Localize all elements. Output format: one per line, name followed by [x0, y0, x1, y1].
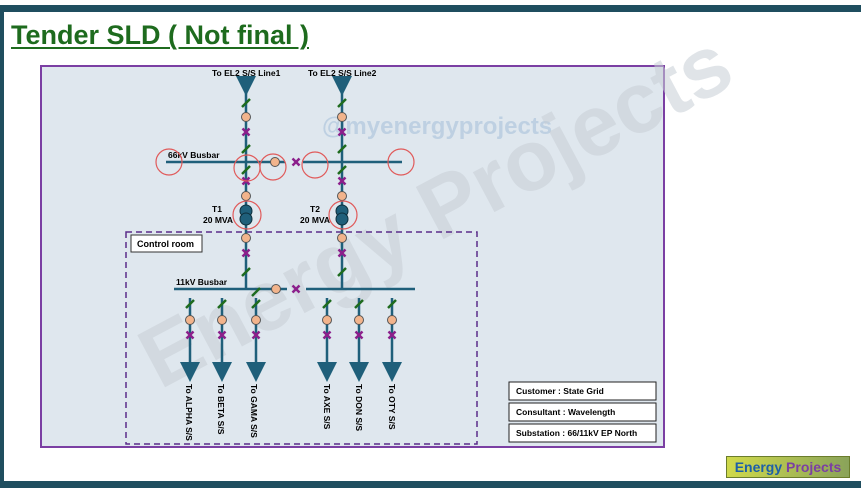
- breaker-stroke: [354, 330, 364, 340]
- breaker-stroke: [241, 248, 251, 258]
- highlight-ring: [301, 151, 329, 179]
- current-transformer-symbol: [337, 233, 347, 243]
- highlight-ring: [155, 148, 183, 176]
- control-room-label: Control room: [137, 239, 194, 249]
- current-transformer-symbol: [241, 233, 251, 243]
- lv-busbar-label: 11kV Busbar: [176, 277, 228, 287]
- circuit-breaker-symbol: [387, 330, 397, 340]
- circuit-breaker-symbol: [291, 157, 301, 167]
- isolator-symbol: [217, 299, 227, 309]
- info-customer-box: [508, 381, 657, 401]
- isolator-symbol: [337, 144, 347, 154]
- breaker-stroke: [322, 330, 332, 340]
- isolator-symbol: [337, 267, 347, 277]
- watermark-handle: @myenergyprojects: [322, 113, 552, 140]
- current-transformer-symbol: [241, 191, 251, 201]
- current-transformer-symbol: [270, 157, 280, 167]
- current-transformer-symbol: [217, 315, 227, 325]
- breaker-stroke: [337, 248, 347, 258]
- highlight-ring: [232, 200, 262, 230]
- circuit-breaker-symbol: [322, 330, 332, 340]
- bottom-border: [0, 481, 861, 488]
- isolator-symbol: [337, 165, 347, 175]
- circuit-breaker-symbol: [241, 248, 251, 258]
- circuit-breaker-symbol: [241, 127, 251, 137]
- current-transformer-symbol: [251, 315, 261, 325]
- feeder-label-oty: To OTY S/S: [387, 384, 397, 430]
- breaker-stroke: [387, 330, 397, 340]
- breaker-stroke: [251, 330, 261, 340]
- isolator-symbol: [241, 165, 251, 175]
- breaker-stroke: [241, 127, 251, 137]
- top-border: [0, 5, 861, 12]
- info-consultant-box: [508, 402, 657, 422]
- isolator-symbol: [251, 287, 261, 297]
- isolator-symbol: [354, 299, 364, 309]
- feeder-label-beta: To BETA S/S: [216, 384, 226, 435]
- hv-busbar-label: 66kV Busbar: [168, 150, 220, 160]
- control-room-label-box: [130, 234, 203, 253]
- feeder-label-alpha: To ALPHA S/S: [184, 384, 194, 441]
- current-transformer-symbol: [322, 315, 332, 325]
- feeder-label-axe: To AXE S/S: [322, 384, 332, 430]
- circuit-breaker-symbol: [217, 330, 227, 340]
- circuit-breaker-symbol: [291, 284, 301, 294]
- breaker-stroke: [217, 330, 227, 340]
- info-customer: Customer : State Grid: [516, 386, 604, 396]
- t2-rating: 20 MVA: [300, 215, 330, 225]
- circuit-breaker-symbol: [185, 330, 195, 340]
- breaker-stroke: [185, 330, 195, 340]
- current-transformer-symbol: [354, 315, 364, 325]
- highlight-ring: [328, 200, 358, 230]
- highlight-ring: [259, 153, 287, 181]
- isolator-symbol: [241, 267, 251, 277]
- highlight-ring: [387, 148, 415, 176]
- left-border: [0, 5, 4, 488]
- circuit-breaker-symbol: [251, 330, 261, 340]
- isolator-symbol: [241, 144, 251, 154]
- control-room-boundary: [125, 231, 478, 445]
- circuit-breaker-symbol: [337, 176, 347, 186]
- symbols: [155, 98, 415, 340]
- info-substation: Substation : 66/11kV EP North: [516, 428, 637, 438]
- page-title: Tender SLD ( Not final ): [11, 20, 309, 50]
- circuit-breaker-symbol: [337, 248, 347, 258]
- current-transformer-symbol: [337, 112, 347, 122]
- breaker-stroke: [337, 176, 347, 186]
- info-substation-box: [508, 423, 657, 443]
- line1-label: To EL2 S/S Line1: [212, 68, 281, 78]
- isolator-symbol: [322, 299, 332, 309]
- isolator-symbol: [251, 299, 261, 309]
- feeder-label-gama: To GAMA S/S: [249, 384, 259, 438]
- circuit-breaker-symbol: [354, 330, 364, 340]
- breaker-stroke: [291, 157, 301, 167]
- breaker-stroke: [337, 127, 347, 137]
- feeder-label-don: To DON S/S: [354, 384, 364, 431]
- circuit-breaker-symbol: [337, 127, 347, 137]
- transformer-winding: [239, 212, 253, 226]
- current-transformer-symbol: [241, 112, 251, 122]
- isolator-symbol: [241, 98, 251, 108]
- current-transformer-symbol: [387, 315, 397, 325]
- current-transformer-symbol: [337, 191, 347, 201]
- current-transformer-symbol: [271, 284, 281, 294]
- current-transformer-symbol: [185, 315, 195, 325]
- isolator-symbol: [387, 299, 397, 309]
- info-consultant: Consultant : Wavelength: [516, 407, 615, 417]
- energy-projects-logo: Energy Projects: [726, 456, 850, 478]
- line2-label: To EL2 S/S Line2: [308, 68, 377, 78]
- breaker-stroke: [291, 284, 301, 294]
- isolator-symbol: [185, 299, 195, 309]
- t2-name: T2: [310, 204, 320, 214]
- t1-name: T1: [212, 204, 222, 214]
- transformer-winding: [335, 212, 349, 226]
- t1-rating: 20 MVA: [203, 215, 233, 225]
- isolator-symbol: [337, 98, 347, 108]
